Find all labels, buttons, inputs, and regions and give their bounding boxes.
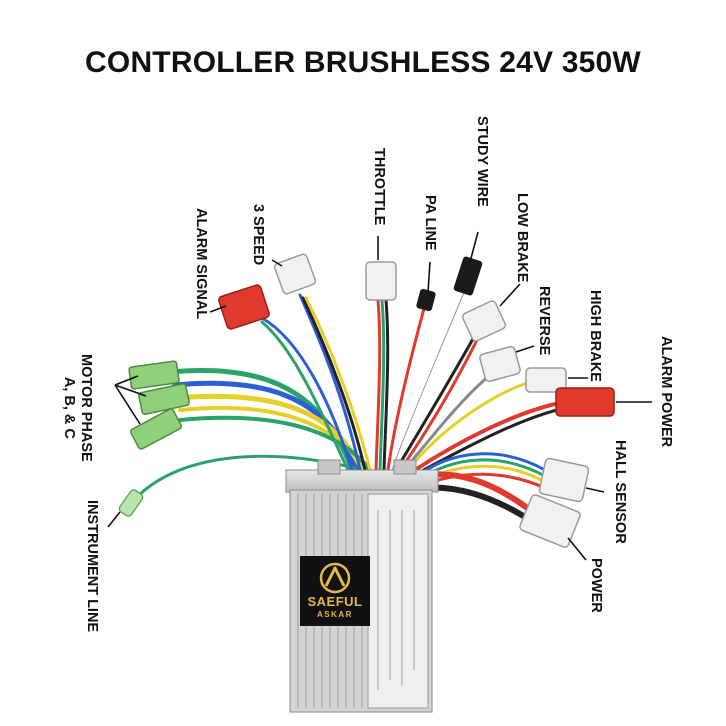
logo-emblem [319, 562, 351, 594]
label-reverse: REVERSE [536, 286, 552, 356]
label-study-wire: STUDY WIRE [474, 116, 490, 207]
leader-lines [107, 231, 652, 561]
instrument-connector [118, 489, 144, 517]
label-power: POWER [588, 558, 604, 613]
label-hall-sensor: HALL SENSOR [612, 440, 628, 544]
study-wire-connector [453, 256, 483, 296]
hall-sensor-connector [538, 457, 590, 503]
label-alarm-signal: ALARM SIGNAL [193, 208, 209, 320]
controller-housing [285, 459, 439, 713]
label-motor-phase-line1: MOTOR PHASE [78, 354, 94, 462]
label-three-speed: 3 SPEED [250, 204, 266, 266]
label-low-brake: LOW BRAKE [514, 193, 530, 283]
pa-line-connector [416, 288, 436, 312]
motor-phase-connectors [128, 360, 190, 450]
logo-subtitle: ASKAR [317, 610, 353, 619]
label-pa-line: PA LINE [422, 195, 438, 251]
power-connector [519, 494, 581, 548]
page-title: CONTROLLER BRUSHLESS 24V 350W [85, 46, 641, 79]
label-instrument-line: INSTRUMENT LINE [84, 500, 100, 633]
three-speed-connector [273, 253, 317, 295]
label-alarm-power: ALARM POWER [658, 336, 674, 448]
alarm-power-connector [555, 387, 615, 417]
reverse-connector [479, 345, 521, 383]
throttle-connector [365, 261, 397, 301]
low-brake-connector [461, 300, 507, 342]
label-motor-phase-line2: A, B, & C [61, 376, 77, 439]
label-throttle: THROTTLE [371, 148, 387, 226]
logo-name: SAEFUL [307, 594, 363, 609]
label-motor-phase: MOTOR PHASE A, B, & C [60, 354, 94, 462]
label-high-brake: HIGH BRAKE [587, 290, 603, 382]
high-brake-connector [525, 367, 567, 393]
alarm-signal-connector [218, 284, 270, 330]
